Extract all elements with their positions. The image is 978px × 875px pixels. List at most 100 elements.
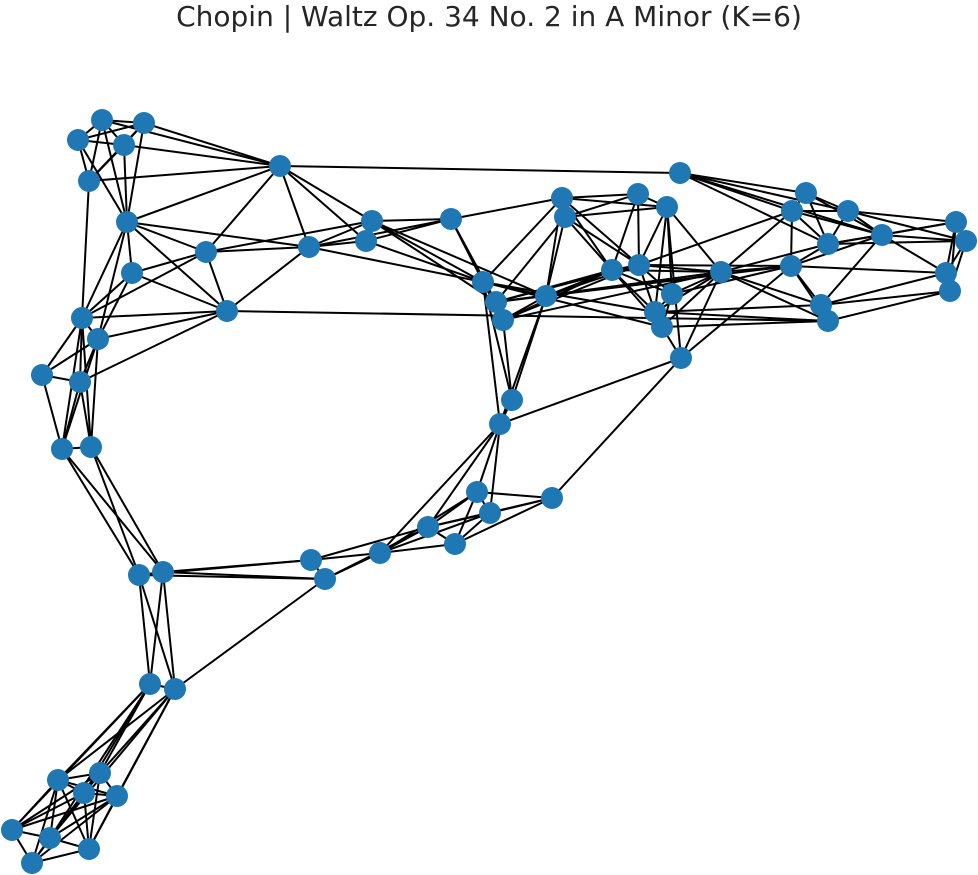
graph-node (651, 316, 673, 338)
graph-node (551, 187, 573, 209)
graph-node (116, 211, 138, 233)
graph-node (541, 487, 563, 509)
graph-node (939, 280, 961, 302)
graph-edge (482, 197, 563, 283)
graph-edge (564, 193, 639, 218)
graph-edge (476, 423, 501, 493)
graph-node (669, 162, 691, 184)
graph-node (440, 208, 462, 230)
graph-edge (308, 246, 484, 283)
graph-edge (123, 144, 128, 223)
graph-edge (97, 272, 133, 340)
graph-edge (561, 197, 640, 266)
graph-edge (637, 193, 640, 266)
graph-edge (827, 240, 967, 245)
graph-edge (720, 210, 793, 273)
graph-node (485, 291, 507, 313)
chart-title: Chopin | Waltz Op. 34 No. 2 in A Minor (… (176, 0, 802, 33)
graph-node (39, 827, 61, 849)
graph-edge (720, 243, 829, 273)
graph-node (47, 769, 69, 791)
graph-node (314, 568, 336, 590)
graph-edge (41, 317, 83, 376)
graph-edge (101, 119, 281, 167)
graph-node (955, 230, 977, 252)
graph-edge (81, 221, 128, 319)
graph-edge (126, 221, 310, 248)
graph-node (661, 283, 683, 305)
graph-edge (671, 265, 792, 295)
graph-node (479, 502, 501, 524)
graph-edge (81, 272, 133, 319)
graph-edge (820, 234, 883, 306)
graph-edge (88, 165, 281, 182)
graph-node (51, 438, 73, 460)
graph-node (80, 436, 102, 458)
graph-edge (564, 206, 668, 218)
graph-edge (61, 381, 81, 450)
graph-edge (11, 792, 85, 831)
graph-node (73, 782, 95, 804)
graph-edge (489, 423, 501, 514)
graph-edge (90, 338, 99, 448)
graph-edge (476, 491, 553, 499)
graph-node (269, 155, 291, 177)
graph-edge (379, 423, 501, 554)
graph-edge (162, 571, 176, 690)
graph-node (417, 516, 439, 538)
graph-node (31, 364, 53, 386)
graph-node (195, 241, 217, 263)
graph-node (781, 200, 803, 222)
graph-edge (79, 310, 228, 383)
graph-edge (790, 265, 947, 274)
graph-node (121, 262, 143, 284)
graph-node (67, 129, 89, 151)
graph-node (139, 673, 161, 695)
graph-edge (638, 210, 793, 266)
graph-edge (371, 220, 547, 297)
graph-edge (162, 559, 312, 573)
graph-node (535, 285, 557, 307)
graph-edge (482, 281, 656, 313)
graph-edge (81, 251, 207, 319)
graph-edge (126, 221, 207, 253)
graph-edge (551, 357, 682, 499)
graph-node (91, 109, 113, 131)
graph-node (817, 310, 839, 332)
graph-edge (308, 220, 373, 248)
graph-edge (41, 338, 99, 376)
graph-node (656, 196, 678, 218)
graph-edge (61, 448, 140, 576)
graph-edge (545, 216, 566, 297)
graph-node (87, 328, 109, 350)
graph-node (670, 347, 692, 369)
graph-node (133, 112, 155, 134)
graph-edge (279, 165, 373, 222)
graph-edge (57, 779, 90, 850)
graph-edge (310, 526, 429, 561)
graph-edge (666, 206, 722, 273)
graph-node (78, 838, 100, 860)
graph-edge (791, 210, 883, 236)
graph-node (89, 762, 111, 784)
graph-edge (365, 240, 484, 283)
graph-node (78, 170, 100, 192)
graph-node (69, 371, 91, 393)
graph-node (945, 211, 967, 233)
graph-node (472, 271, 494, 293)
graph-edge (545, 265, 792, 297)
graph-edge (131, 272, 228, 312)
graph-edge (847, 210, 957, 223)
graph-node (300, 549, 322, 571)
graph-edge (679, 172, 849, 212)
graph-edge (371, 218, 452, 222)
graph-edge (11, 779, 59, 831)
graph-edge (31, 779, 59, 864)
graph-edge (881, 234, 947, 274)
graph-node (216, 300, 238, 322)
graph-edge (680, 265, 792, 359)
graph-edge (149, 571, 164, 685)
edges-layer (11, 119, 967, 864)
graph-node (601, 259, 623, 281)
